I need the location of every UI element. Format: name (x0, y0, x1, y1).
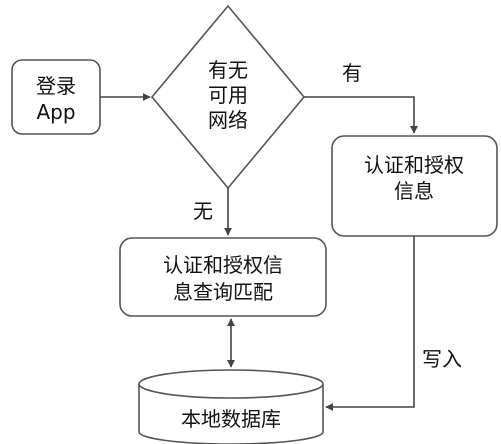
database-label: 本地数据库 (181, 407, 281, 431)
query-label-line1: 认证和授权信 (163, 253, 283, 277)
query-label-line2: 息查询匹配 (173, 280, 273, 304)
auth-query-match-node: 认证和授权信 息查询匹配 (119, 237, 327, 317)
decision-label-line3: 网络 (208, 108, 248, 132)
edge-auth-info-to-database (325, 236, 415, 411)
auth-info-label-line1: 认证和授权 (364, 153, 464, 177)
local-database-node: 本地数据库 (138, 369, 324, 444)
edge-no-label: 无 (193, 199, 213, 223)
auth-info-label-line2: 信息 (394, 179, 434, 203)
login-app-node: 登录 App (11, 59, 101, 135)
network-decision-node: 有无 可用 网络 (150, 4, 306, 190)
decision-label-line1: 有无 (208, 58, 248, 82)
decision-label-line2: 可用 (208, 83, 248, 107)
login-app-label-line2: App (36, 100, 75, 124)
edge-decision-to-auth-info (304, 96, 418, 134)
auth-info-node: 认证和授权 信息 (331, 135, 498, 237)
login-app-label-line1: 登录 (36, 74, 76, 98)
edge-write-label: 写入 (422, 347, 462, 371)
edge-yes-label: 有 (342, 61, 362, 85)
